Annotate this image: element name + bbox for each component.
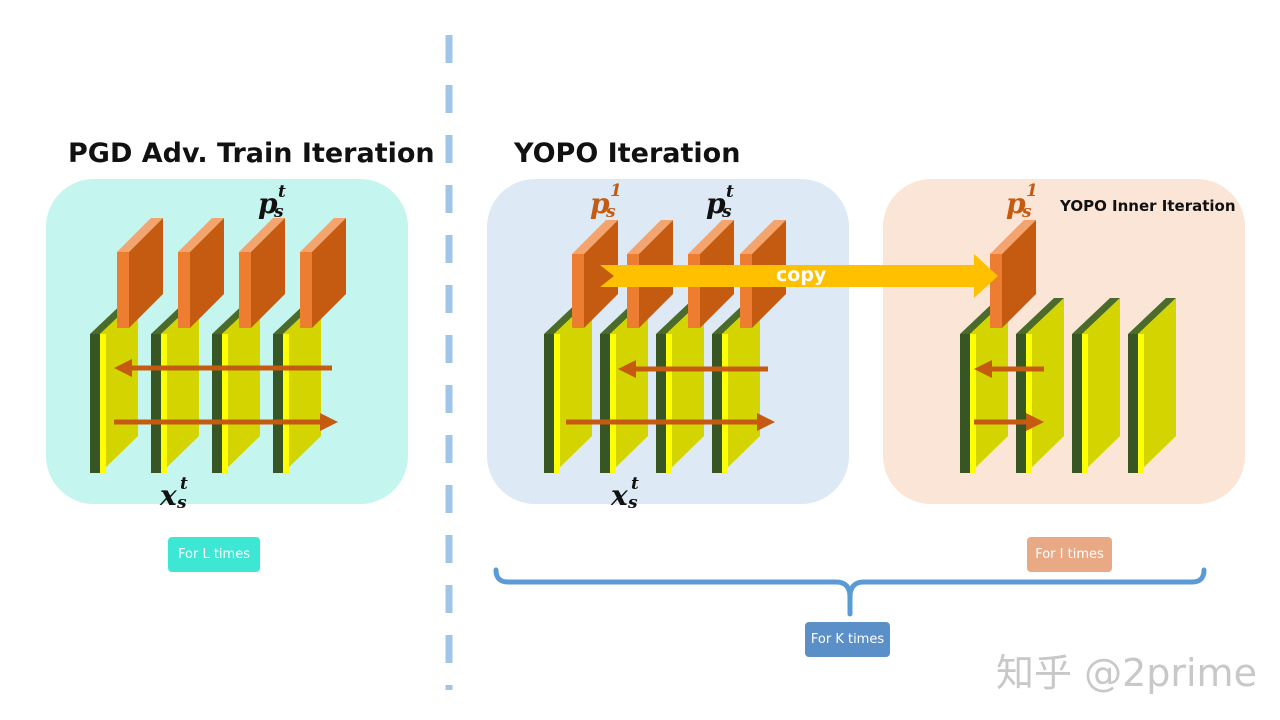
- inner-layer-2-front: [1026, 334, 1032, 473]
- pgd-p-block-4-top: [300, 218, 346, 252]
- yopo-layer-2-front: [610, 334, 616, 473]
- inner-layer-2-side: [1026, 298, 1064, 473]
- inner-layer-2-green: [1016, 334, 1026, 473]
- yopo-layer-3-front: [666, 334, 672, 473]
- watermark: 知乎 @2prime: [996, 651, 1257, 695]
- pgd-layer-4-side: [283, 298, 321, 473]
- inner-layer-4-green: [1128, 334, 1138, 473]
- yopo-pt-symbol: p s t: [706, 182, 734, 222]
- pgd-p-symbol: p s t: [258, 182, 286, 222]
- yopo-inner-title: YOPO Inner Iteration: [1060, 197, 1236, 215]
- yopo-layer-1-side: [554, 298, 592, 473]
- pgd-layer-3-green: [212, 334, 222, 473]
- yopo-layer-4-green: [712, 334, 722, 473]
- inner-layer-1-green: [960, 334, 970, 473]
- pgd-p-block-2-side: [190, 218, 224, 328]
- pgd-p-block-1-front: [117, 252, 129, 328]
- pgd-layer-4-green: [273, 334, 283, 473]
- inner-forward-arrow-head: [1026, 413, 1044, 431]
- inner-layer-3-top: [1072, 298, 1120, 334]
- yopo-layer-4-front: [722, 334, 728, 473]
- pgd-p-block-1-top: [117, 218, 163, 252]
- pgd-layer-2-front: [161, 334, 167, 473]
- pgd-p-block-2-front: [178, 252, 190, 328]
- pgd-p-block-3-front: [239, 252, 251, 328]
- yopo-layer-4-side: [722, 298, 760, 473]
- for-k-times-label: For K times: [805, 622, 890, 657]
- pgd-layer-1-front: [100, 334, 106, 473]
- for-i-times-label: For I times: [1027, 537, 1112, 572]
- inner-layer-4-side: [1138, 298, 1176, 473]
- yopo-x-symbol: x s t: [611, 474, 639, 513]
- yopo-forward-arrow-head: [757, 413, 775, 431]
- pgd-p-block-2-top: [178, 218, 224, 252]
- copy-arrow: [600, 254, 998, 298]
- yopo-backward-arrow-head: [618, 360, 636, 378]
- yopo-layer-3-green: [656, 334, 666, 473]
- yopo-p-block-1-side: [584, 220, 618, 328]
- yopo-p-block-2-top: [627, 220, 673, 254]
- inner-layer-3-front: [1082, 334, 1088, 473]
- pgd-title: PGD Adv. Train Iteration: [68, 138, 435, 169]
- pgd-p-block-3-side: [251, 218, 285, 328]
- inner-layer-3-green: [1072, 334, 1082, 473]
- copy-label: copy: [776, 264, 827, 286]
- pgd-x-symbol: x s t: [160, 474, 188, 513]
- pgd-p-block-3-top: [239, 218, 285, 252]
- inner-layer-1-front: [970, 334, 976, 473]
- pgd-p-block-4-front: [300, 252, 312, 328]
- inner-layer-3-side: [1082, 298, 1120, 473]
- inner-p-block-top: [990, 220, 1036, 254]
- for-l-times-label: For L times: [168, 537, 260, 572]
- yopo-layer-3-side: [666, 298, 704, 473]
- yopo-p1-symbol: p s 1: [590, 181, 622, 222]
- yopo-layer-1-green: [544, 334, 554, 473]
- inner-layer-1-side: [970, 298, 1008, 473]
- pgd-layer-2-side: [161, 298, 199, 473]
- pgd-backward-arrow-head: [114, 359, 132, 377]
- inner-layer-2-top: [1016, 298, 1064, 334]
- pgd-p-block-4-side: [312, 218, 346, 328]
- yopo-p-block-1-top: [572, 220, 618, 254]
- inner-backward-arrow-head: [974, 360, 992, 378]
- pgd-p-block-1-side: [129, 218, 163, 328]
- pgd-layer-1-green: [90, 334, 100, 473]
- pgd-layer-3-front: [222, 334, 228, 473]
- pgd-layer-1-side: [100, 298, 138, 473]
- inner-layer-4-front: [1138, 334, 1144, 473]
- pgd-layer-2-green: [151, 334, 161, 473]
- pgd-layer-4-front: [283, 334, 289, 473]
- yopo-title: YOPO Iteration: [514, 138, 741, 169]
- pgd-layer-3-side: [222, 298, 260, 473]
- yopo-p-block-1-front: [572, 254, 584, 328]
- yopo-p-block-3-top: [688, 220, 734, 254]
- inner-layer-4-top: [1128, 298, 1176, 334]
- yopo-layer-1-front: [554, 334, 560, 473]
- yopo-layer-2-green: [600, 334, 610, 473]
- inner-p1-symbol: p s 1: [1006, 181, 1038, 222]
- yopo-layer-2-side: [610, 298, 648, 473]
- pgd-forward-arrow-head: [320, 413, 338, 431]
- inner-p-block-side: [1002, 220, 1036, 328]
- yopo-p-block-4-top: [740, 220, 786, 254]
